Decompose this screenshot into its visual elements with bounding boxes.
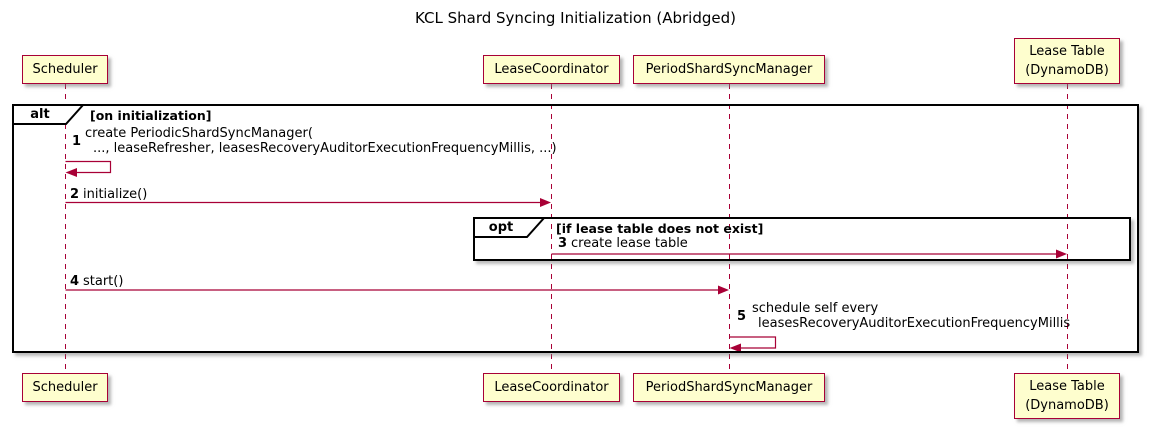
alt-frame: alt [on initialization] [12, 104, 1139, 353]
participant-label: PeriodShardSyncManager [645, 62, 813, 77]
participant-leasecoordinator-top: LeaseCoordinator [483, 55, 620, 84]
participant-label: Scheduler [32, 62, 98, 77]
participant-label-line2: (DynamoDB) [1025, 398, 1109, 413]
participant-label: PeriodShardSyncManager [645, 380, 813, 395]
message-3-number: 3 [558, 236, 568, 251]
alt-frame-tab: alt [12, 104, 102, 128]
message-5-arrowhead [729, 343, 741, 353]
message-5-text-line1: schedule self every [752, 301, 879, 316]
opt-condition-label: [if lease table does not exist] [556, 221, 764, 236]
message-1-text-line1: create PeriodicShardSyncManager( [85, 126, 313, 141]
opt-frame-tab: opt [473, 217, 563, 241]
message-5-text-line2: leasesRecoveryAuditorExecutionFrequencyM… [758, 316, 1071, 331]
participant-leasetable-bottom: Lease Table (DynamoDB) [1014, 373, 1120, 419]
alt-tab-shape [12, 104, 86, 125]
participant-leasetable-top: Lease Table (DynamoDB) [1014, 38, 1120, 84]
message-3-text: create lease table [571, 236, 688, 251]
message-1-number: 1 [72, 134, 82, 149]
message-1-arrowhead [65, 168, 77, 177]
diagram-title: KCL Shard Syncing Initialization (Abridg… [415, 9, 736, 27]
participant-label: LeaseCoordinator [494, 380, 609, 395]
participant-label-line1: Lease Table [1029, 44, 1105, 59]
participant-label-line2: (DynamoDB) [1025, 63, 1109, 78]
participant-scheduler-top: Scheduler [22, 55, 108, 84]
participant-leasecoordinator-bottom: LeaseCoordinator [483, 373, 620, 402]
participant-label: LeaseCoordinator [494, 62, 609, 77]
message-2-arrowhead [540, 198, 551, 207]
participant-periodshardsyncmanager-top: PeriodShardSyncManager [633, 55, 825, 84]
message-4-text: start() [83, 274, 124, 289]
message-1-text-line2: ..., leaseRefresher, leasesRecoveryAudit… [93, 141, 557, 156]
message-4-number: 4 [70, 274, 80, 289]
opt-tab-shape [473, 217, 547, 238]
message-4-arrowhead [718, 285, 729, 295]
opt-frame: opt [if lease table does not exist] [473, 217, 1131, 261]
message-1-self-arrow-line [65, 160, 112, 174]
participant-scheduler-bottom: Scheduler [22, 373, 108, 402]
message-3-arrowhead [1056, 249, 1067, 259]
message-2-number: 2 [70, 187, 80, 202]
message-5-self-arrow-line [729, 336, 777, 349]
participant-label: Scheduler [32, 380, 98, 395]
participant-label-line1: Lease Table [1029, 379, 1105, 394]
participant-periodshardsyncmanager-bottom: PeriodShardSyncManager [633, 373, 825, 402]
alt-condition-label: [on initialization] [90, 108, 212, 123]
opt-operator-label: opt [488, 220, 514, 235]
alt-operator-label: alt [30, 107, 50, 122]
message-5-number: 5 [737, 309, 747, 324]
message-2-text: initialize() [83, 187, 148, 202]
